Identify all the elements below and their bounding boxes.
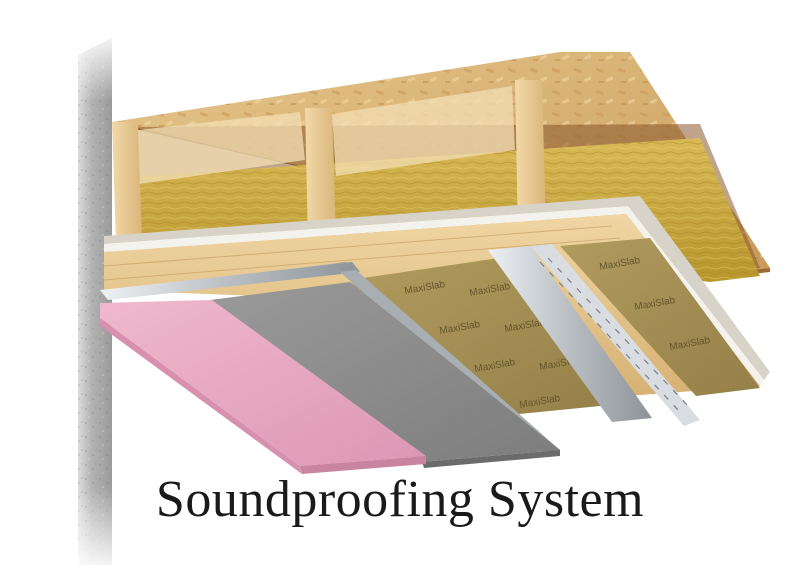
timber-joists	[112, 80, 546, 242]
insulation-slab-left	[350, 256, 610, 420]
diagram-title: Soundproofing System	[155, 471, 645, 528]
wall	[78, 38, 112, 565]
metal-bar-4	[530, 244, 700, 426]
plasterboard-layer	[210, 282, 560, 468]
joist-1	[112, 122, 142, 242]
joist-3	[515, 80, 546, 236]
metal-bar-2	[100, 262, 360, 300]
joist-2	[305, 108, 336, 240]
insulation-slab-right	[560, 238, 760, 396]
acoustic-board-layer	[100, 300, 426, 474]
metal-bar-3	[488, 246, 652, 422]
